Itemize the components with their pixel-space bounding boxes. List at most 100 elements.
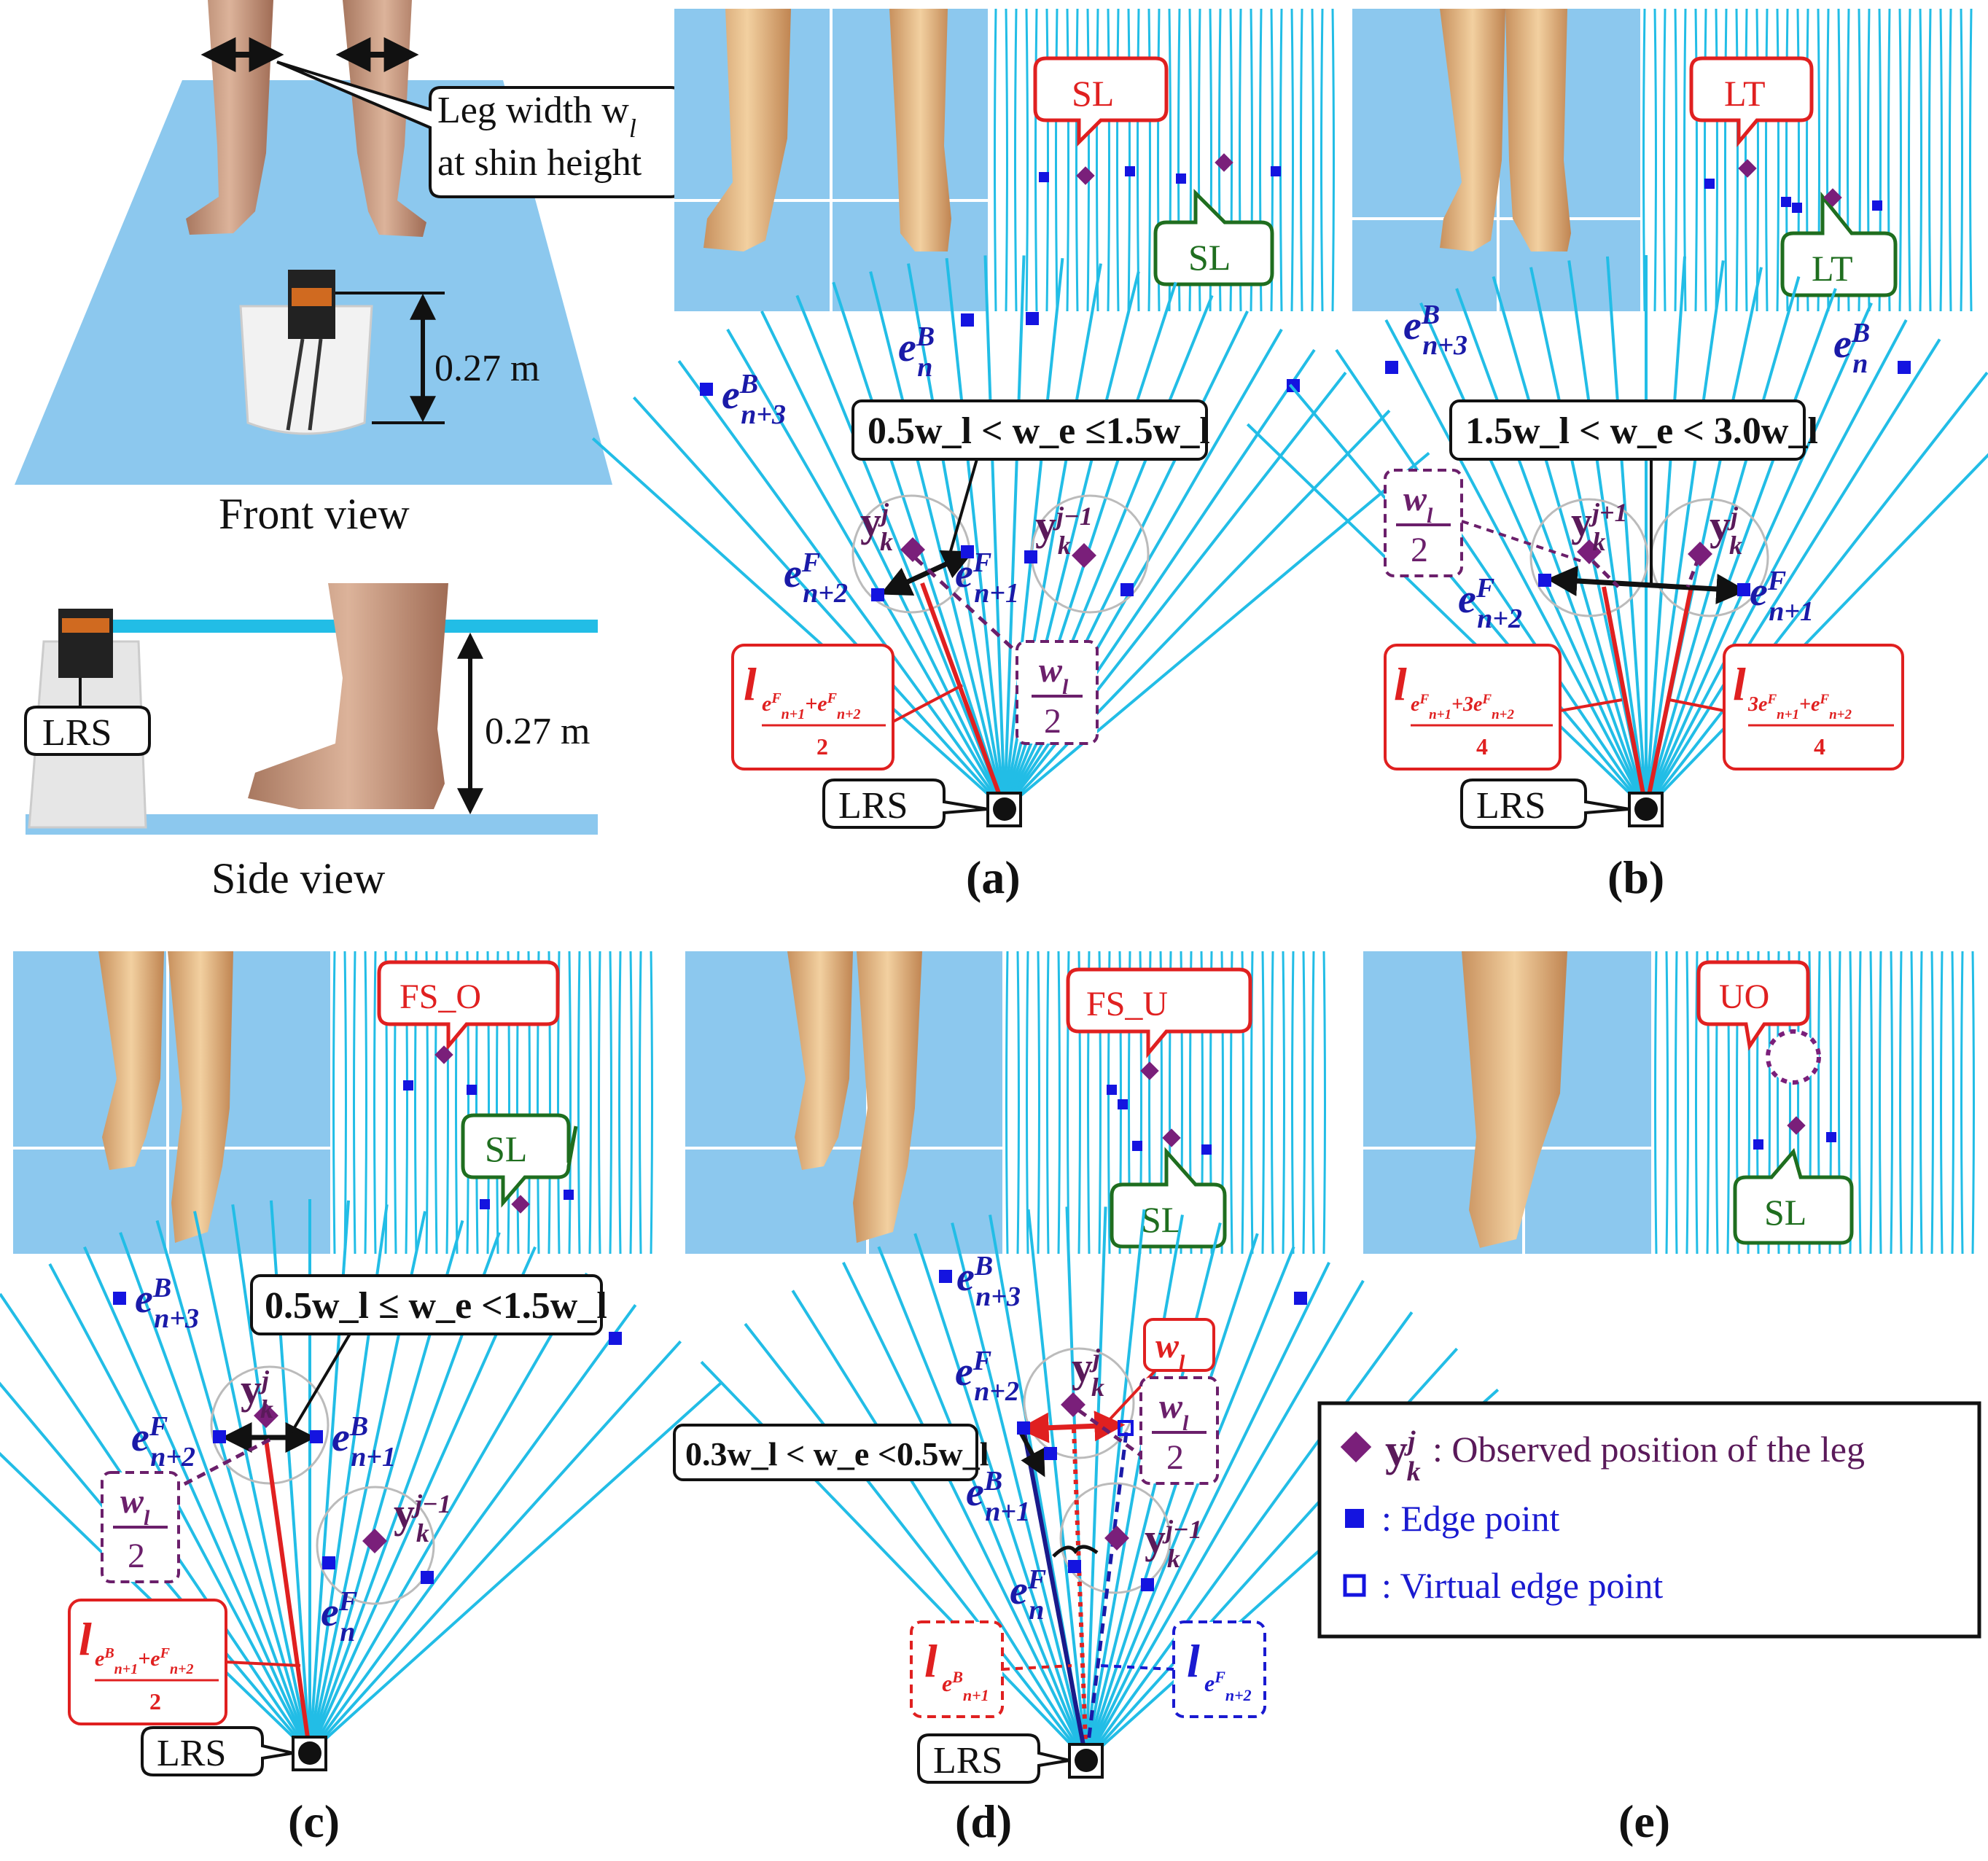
scan-ray: [1455, 288, 1648, 810]
panel-b-bubble-red-label: LT: [1724, 73, 1766, 114]
scan-ray: [1419, 302, 1648, 810]
panel-b-leg-right: [1505, 9, 1571, 251]
side-lrs-label: LRS: [42, 712, 112, 754]
panel-d-leg-circle-2: [1059, 1482, 1172, 1594]
panel-b-red-line-1: [1602, 586, 1648, 810]
panel-d-brace: [1052, 1545, 1099, 1558]
setup-front-view: Leg width wl at shin height 0.27 m Front…: [15, 0, 683, 538]
scan-stripe: [1969, 8, 1973, 312]
scan-stripe: [1026, 951, 1029, 1255]
scan-ray: [907, 263, 1006, 810]
scan-ray: [193, 1211, 311, 1754]
panel-e-bubble-red-label: UO: [1719, 978, 1769, 1016]
panel-a-edge-4: [1120, 583, 1134, 596]
scan-stripe: [1005, 8, 1008, 312]
scan-ray: [1645, 453, 1988, 811]
panel-d-we-arrow: [1018, 1431, 1045, 1478]
legend-edge-icon: [1345, 1509, 1364, 1528]
scan-stripe: [1331, 8, 1335, 312]
scan-ray: [1645, 302, 1873, 810]
legend-observed-label: : Observed position of the leg: [1432, 1429, 1865, 1470]
panel-c-leg-circle-2: [316, 1486, 435, 1605]
scan-stripe: [1654, 951, 1658, 1255]
scan-stripe: [609, 951, 612, 1255]
scan-ray: [119, 1232, 311, 1754]
panel-c-leg-left: [98, 951, 164, 1170]
scan-stripe: [1939, 8, 1943, 312]
panel-c-edge-b1: [310, 1430, 323, 1443]
scan-stripe: [1745, 8, 1748, 312]
panel-a-half-den: 2: [1044, 702, 1061, 741]
panel-c-red-line: [264, 1439, 312, 1754]
panel-b-leg-left: [1440, 9, 1505, 251]
scan-ray: [1085, 1246, 1295, 1761]
panel-a-we-arrow: [880, 550, 974, 596]
scan-stripe: [1147, 8, 1151, 312]
panel-d-edge-r1: [1294, 1292, 1307, 1305]
panel-a-leg-pos-1: [900, 537, 925, 562]
scan-stripe: [1279, 8, 1283, 312]
side-view-caption: Side view: [211, 854, 386, 902]
panel-c-bubble-red-label: FS_O: [399, 978, 481, 1016]
panel-b-l1-symbol: l: [1394, 658, 1407, 710]
panel-d-bubble-green: SL: [1110, 1147, 1227, 1249]
scan-stripe: [1322, 951, 1326, 1255]
scan-ray: [913, 1233, 1088, 1761]
panel-a-bubble-red-label: SL: [1072, 73, 1114, 114]
scan-ray: [791, 1290, 1088, 1762]
panel-d-leg-right: [853, 951, 922, 1243]
scan-stripe: [1300, 8, 1303, 312]
panel-c-edge-fn-2: [421, 1571, 434, 1584]
panel-a-red-line: [920, 582, 1007, 811]
panel-c-render-floor: [13, 951, 330, 1254]
scan-stripe: [1075, 8, 1079, 312]
scan-stripe: [1034, 8, 1038, 312]
scan-stripe: [1898, 8, 1902, 312]
panel-e-render-edge-1: [1753, 1139, 1763, 1150]
panel-a-render-edge-1: [1039, 172, 1049, 182]
scan-ray: [869, 271, 1006, 810]
panel-b-caption: (b): [1607, 851, 1664, 903]
scan-stripe: [1005, 951, 1009, 1255]
legend-virtual-icon: [1343, 1574, 1366, 1597]
panel-c-caption: (c): [288, 1795, 340, 1847]
scan-stripe: [629, 951, 633, 1255]
scan-stripe: [1960, 951, 1964, 1255]
panel-d-l-blue-symbol: l: [1187, 1635, 1200, 1687]
scan-ray: [1085, 1279, 1365, 1761]
scan-stripe: [994, 8, 997, 312]
panel-d-bubble-red-label: FS_U: [1086, 985, 1168, 1023]
scan-ray: [726, 328, 1006, 810]
panel-c-l-box: l eBn+1+eFn+2 2: [68, 1599, 301, 1725]
panel-a-edge-f2: [871, 588, 884, 601]
panel-c-edge-en3: [113, 1292, 126, 1305]
panel-a-leg-left: [703, 9, 791, 251]
scan-stripe: [1919, 8, 1922, 312]
scan-stripe: [1290, 8, 1294, 312]
panel-d-l-red-symbol: l: [924, 1635, 938, 1687]
panel-c-bubble-red: FS_O: [377, 960, 560, 1051]
panel-c-render-edge-4: [564, 1190, 574, 1200]
panel-d-red-arrow: [1018, 1411, 1126, 1443]
panel-a-l-box: l eFn+1+eFn+2 2: [731, 644, 963, 770]
panel-d-render-edge-1: [1107, 1085, 1117, 1095]
panel-a-bubble-green: SL: [1153, 188, 1274, 286]
scan-ray: [308, 1340, 682, 1755]
panel-c-l-sub-den: 2: [149, 1688, 161, 1714]
scan-ray: [744, 1322, 1088, 1762]
scan-stripe: [1755, 8, 1759, 312]
scan-stripe: [1282, 951, 1285, 1255]
scan-ray: [1085, 1222, 1222, 1761]
panel-c-render-edge-2: [467, 1085, 477, 1095]
panel-b-render-edge-3: [1792, 203, 1802, 213]
panel-a-leg-pos-2: [1072, 543, 1096, 568]
scan-stripe: [1940, 951, 1944, 1255]
panel-b-l-box-1: l eFn+1+3eFn+2 4: [1384, 644, 1623, 770]
